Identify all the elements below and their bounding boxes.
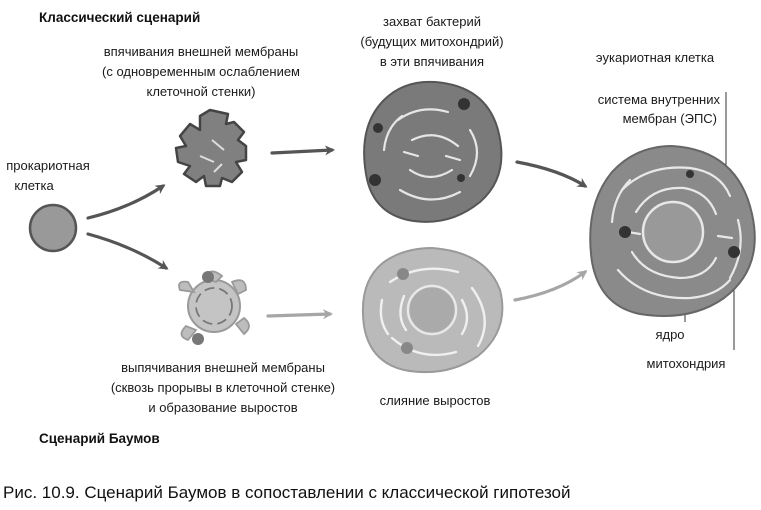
label-evagination-2: (сквозь прорывы в клеточной стенке) — [111, 380, 335, 395]
heading-classic: Классический сценарий — [39, 10, 200, 25]
figure-caption: Рис. 10.9. Сценарий Баумов в сопоставлен… — [3, 483, 571, 502]
label-eukaryote: эукариотная клетка — [596, 50, 715, 65]
label-prokaryote-2: клетка — [14, 178, 54, 193]
invagination-cell — [174, 108, 248, 188]
arrow-evagination-to-fusion — [266, 309, 333, 320]
capture-cell — [363, 80, 503, 223]
label-nucleus: ядро — [655, 327, 684, 342]
label-mitochondrion: митохондрия — [647, 356, 726, 371]
label-invagination-2: (с одновременным ослаблением — [102, 64, 300, 79]
prokaryote-cell — [28, 203, 78, 253]
label-evagination-1: выпячивания внешней мембраны — [121, 360, 325, 375]
evagination-cell — [178, 270, 250, 345]
label-er-2: мембран (ЭПС) — [623, 111, 717, 126]
label-prokaryote-1: прокариотная — [6, 158, 90, 173]
label-invagination-3: клеточной стенки) — [146, 84, 255, 99]
arrow-capture-to-eukaryote — [515, 160, 588, 188]
diagram: Классический сценарий Сценарий Баумов пр… — [6, 10, 756, 446]
heading-baum: Сценарий Баумов — [39, 431, 160, 446]
arrow-invagination-to-capture — [270, 145, 335, 156]
label-evagination-3: и образование выростов — [148, 400, 297, 415]
label-capture-3: в эти впячивания — [380, 54, 484, 69]
arrow-prokaryote-to-evagination — [86, 232, 169, 270]
arrow-prokaryote-to-invagination — [86, 184, 166, 220]
label-invagination-1: впячивания внешней мембраны — [104, 44, 299, 59]
arrow-fusion-to-eukaryote — [513, 270, 588, 302]
label-fusion: слияние выростов — [380, 393, 491, 408]
label-er-1: система внутренних — [598, 92, 721, 107]
arrows — [86, 145, 588, 320]
fusion-cell — [361, 246, 504, 374]
eukaryote-cell — [589, 144, 756, 317]
label-capture-1: захват бактерий — [383, 14, 481, 29]
label-capture-2: (будущих митохондрий) — [360, 34, 503, 49]
